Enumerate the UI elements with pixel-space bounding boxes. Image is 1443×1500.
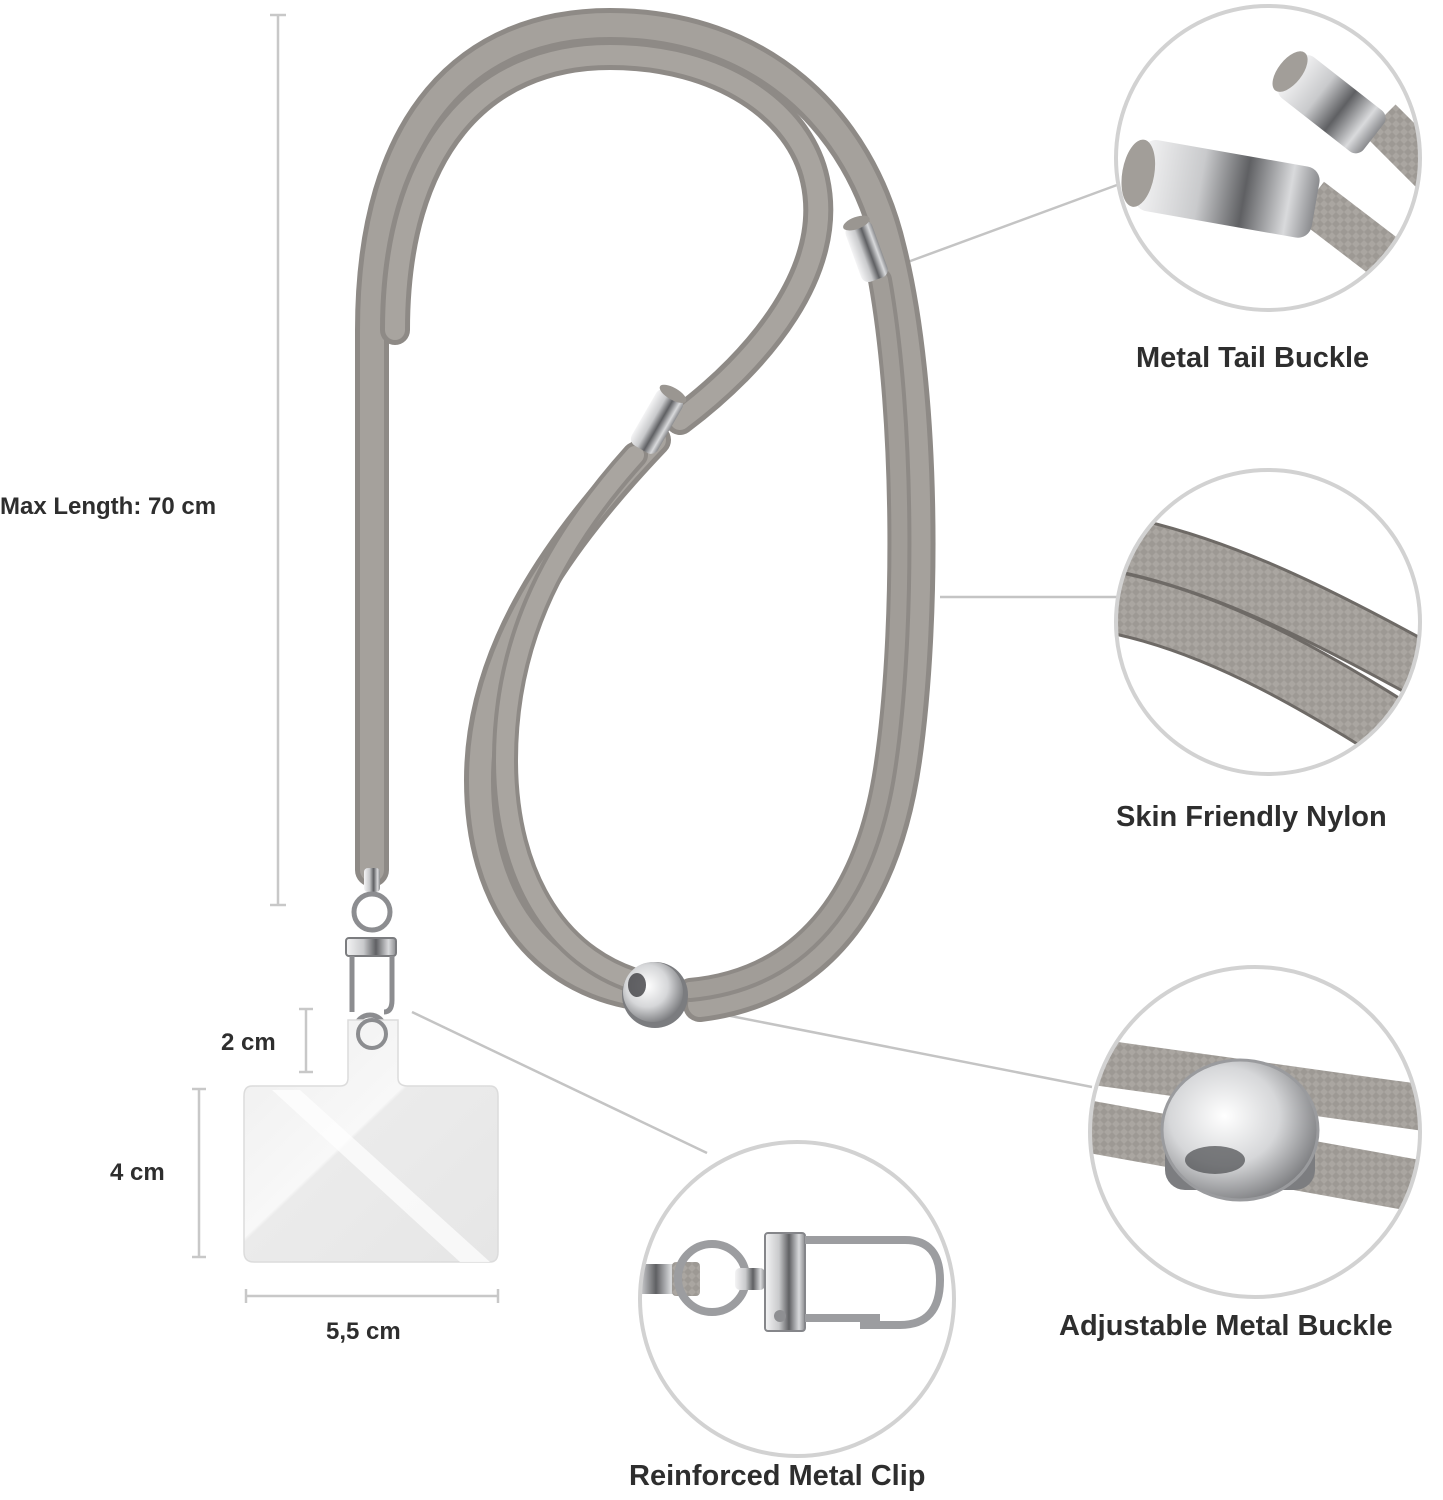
callout-label-adjustable-metal-buckle: Adjustable Metal Buckle (1059, 1310, 1393, 1342)
card-width-label: 5,5 cm (326, 1318, 401, 1345)
lanyard-cord (355, 7, 936, 1022)
callout-circle-reinforced-metal-clip (638, 1140, 956, 1458)
callout-label-metal-tail-buckle: Metal Tail Buckle (1136, 342, 1370, 374)
callout-circle-skin-friendly-nylon (1114, 468, 1422, 776)
adjustable-buckle (622, 962, 688, 1028)
callout-circle-metal-tail-buckle (1114, 4, 1422, 312)
phone-card-adapter (243, 1018, 499, 1263)
callout-label-skin-friendly-nylon: Skin Friendly Nylon (1116, 801, 1387, 833)
card-height-label: 4 cm (110, 1159, 165, 1186)
callout-leader-lines (411, 183, 1118, 1155)
dimension-line-tab-height (299, 1007, 313, 1074)
callout-circle-adjustable-metal-buckle (1088, 965, 1422, 1299)
tab-height-label: 2 cm (221, 1029, 276, 1056)
tail-buckle-upper (843, 215, 888, 282)
dimension-line-card-width (244, 1289, 500, 1303)
max-length-label: Max Length: 70 cm (0, 493, 217, 520)
lanyard-clip (345, 868, 397, 1048)
dimension-line-card-height (192, 1087, 206, 1259)
tail-buckle-lower (630, 384, 687, 454)
callout-label-reinforced-metal-clip: Reinforced Metal Clip (629, 1460, 926, 1492)
dimension-line-max-length (270, 13, 286, 907)
